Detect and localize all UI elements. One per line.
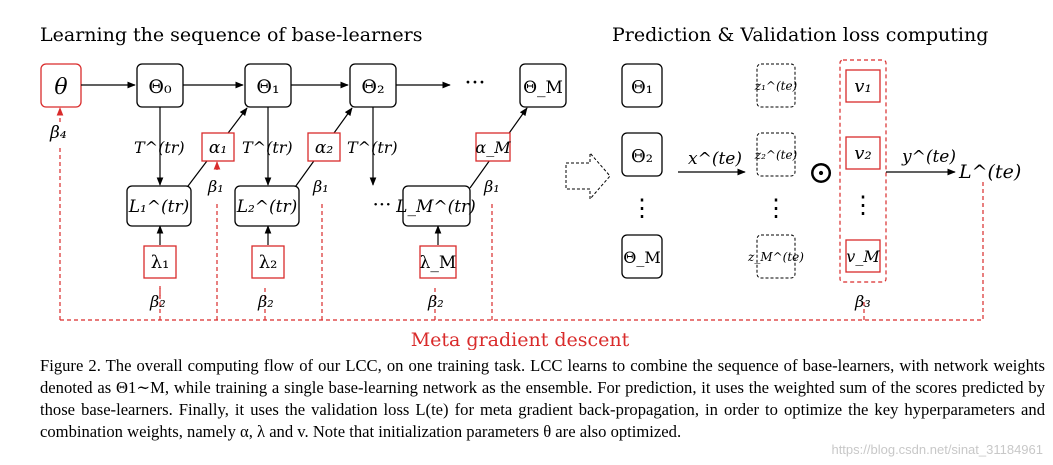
beta4-label: β₄ [49, 123, 67, 143]
zM-label: z_M^(te) [747, 250, 804, 264]
alpha1-label: α₁ [209, 138, 227, 158]
vM-label: v_M [846, 247, 880, 266]
beta1-label-3: β₁ [483, 177, 500, 196]
ThetaM-label: Θ_M [523, 78, 563, 98]
z2-label: z₂^(te) [754, 148, 798, 162]
LM-label: L_M^(tr) [395, 197, 476, 217]
v1-label: v₁ [854, 76, 871, 97]
z1-box [756, 63, 796, 108]
pred-Theta2-label: Θ₂ [631, 146, 653, 167]
T-tr-labels: T^(tr) T^(tr) T^(tr) [134, 138, 398, 157]
pred-Theta1-label: Θ₁ [631, 77, 653, 98]
pred-ThetaM-label: Θ_M [623, 248, 661, 267]
alpha2-box [307, 132, 341, 162]
beta2-label-3: β₂ [427, 292, 444, 311]
v-vdots: ⋮ [851, 191, 875, 219]
beta3-label: β₃ [854, 292, 871, 311]
v1-box [845, 69, 881, 103]
ThetaM-box [519, 63, 567, 108]
v2-label: v₂ [854, 143, 871, 164]
right-title: Prediction & Validation loss computing [612, 24, 988, 46]
beta2-label-1: β₂ [149, 292, 166, 311]
theta-dots: ··· [465, 71, 486, 96]
theta-chain: Θ₀ Θ₁ Θ₂ ··· Θ_M [81, 63, 567, 245]
lambdaM-label: λ_M [420, 253, 457, 273]
pred-Theta1-box [621, 63, 663, 108]
x-te-label: x^(te) [688, 149, 742, 169]
beta2-label-2: β₂ [257, 292, 274, 311]
lambda1-box [143, 245, 177, 279]
v-column: v₁ v₂ ⋮ v_M [839, 59, 887, 283]
alpha1-box [201, 132, 235, 162]
z-vdots: ⋮ [764, 194, 788, 222]
LM-box [402, 185, 471, 227]
z-column: z₁^(te) z₂^(te) ⋮ z_M^(te) [747, 63, 804, 279]
figure-caption: Figure 2. The overall computing flow of … [40, 356, 1045, 441]
y-te-label: y^(te) [901, 147, 956, 167]
pred-Theta2-box [621, 132, 663, 177]
z1-label: z₁^(te) [754, 79, 798, 93]
meta-label-bg [420, 327, 620, 349]
pred-theta-vdots: ⋮ [630, 194, 654, 222]
hollow-arrow-icon [565, 151, 611, 201]
Theta0-label: Θ₀ [148, 76, 172, 98]
alpha-boxes: α₁ α₂ α_M [201, 132, 511, 162]
meta-gradient-label: Meta gradient descent [411, 329, 630, 350]
loss-train-boxes: L₁^(tr) L₂^(tr) ··· L_M^(tr) [126, 185, 476, 227]
loss-dots: ··· [372, 192, 391, 216]
pred-ThetaM-box [621, 234, 663, 279]
lambda2-box [251, 245, 285, 279]
beta1-label-2: β₁ [312, 177, 329, 196]
lambda-boxes: λ₁ λ₂ λ_M [143, 245, 457, 279]
alphaM-label: α_M [475, 138, 511, 157]
meta-gradient-lines [56, 107, 984, 321]
T-tr-label-2: T^(tr) [242, 138, 293, 157]
T-tr-label-3: T^(tr) [347, 138, 398, 157]
lambda1-label: λ₁ [151, 252, 170, 273]
alpha2-label: α₂ [315, 138, 333, 158]
lambdaM-box [419, 245, 457, 279]
L2-label: L₂^(tr) [236, 197, 298, 217]
odot-symbol: ⊙ [808, 153, 835, 191]
left-title: Learning the sequence of base-learners [40, 24, 422, 46]
alphaM-box [475, 132, 511, 162]
theta-label: θ [54, 75, 67, 100]
zM-box [756, 234, 796, 279]
Theta1-label: Θ₁ [256, 76, 279, 98]
L1-label: L₁^(tr) [128, 197, 190, 217]
watermark: https://blog.csdn.net/sinat_31184961 [831, 442, 1043, 457]
lcc-flow-diagram: Learning the sequence of base-learners P… [40, 24, 1021, 350]
L1-box [126, 185, 192, 227]
beta1-label-1: β₁ [207, 177, 224, 196]
vM-box [845, 239, 881, 273]
z2-box [756, 132, 796, 177]
lambda2-label: λ₂ [259, 252, 278, 273]
T-tr-label-1: T^(tr) [134, 138, 185, 157]
L-te-label: L^(te) [958, 161, 1021, 183]
Theta2-label: Θ₂ [361, 76, 384, 98]
v2-box [845, 136, 881, 170]
theta-column: Θ₁ Θ₂ ⋮ Θ_M [621, 63, 663, 279]
L2-box [234, 185, 300, 227]
